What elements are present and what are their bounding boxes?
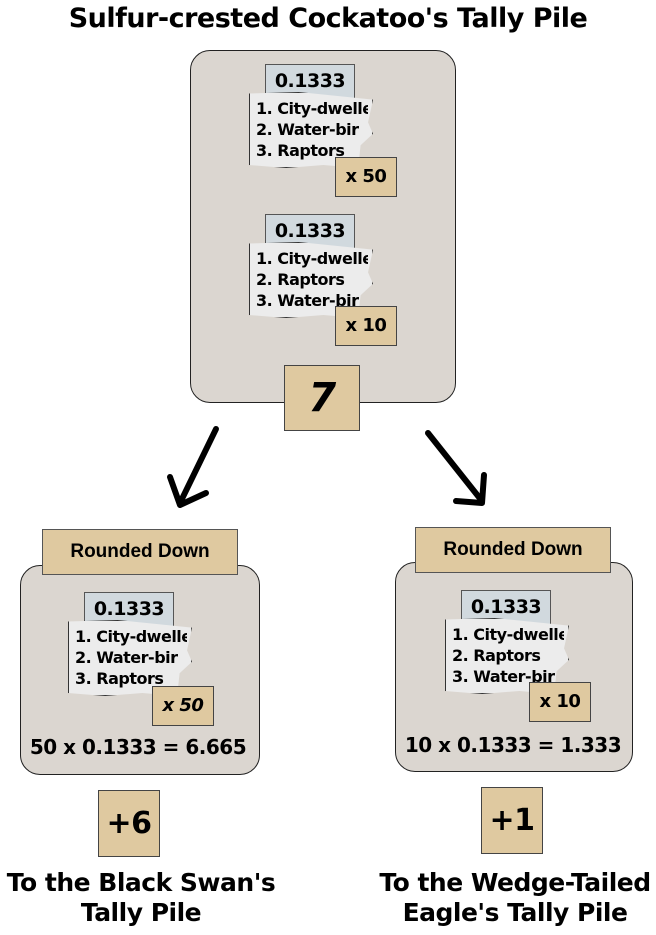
preference-1: 1. City-dwelle <box>75 627 187 646</box>
destination-line-2: Eagle's Tally Pile <box>402 898 628 927</box>
ballot-group: 0.1333 1. City-dwelle 2. Raptors 3. Wate… <box>445 590 575 700</box>
preference-2: 2. Water-bir <box>75 648 178 667</box>
equation: 10 x 0.1333 = 1.333 <box>404 733 622 757</box>
destination-label: To the Black Swan's Tally Pile <box>0 868 282 928</box>
preference-2: 2. Water-bir <box>256 120 359 139</box>
destination-line-1: To the Wedge-Tailed <box>379 868 651 897</box>
multiplier-badge: x 10 <box>529 682 591 722</box>
destination-label: To the Wedge-Tailed Eagle's Tally Pile <box>370 868 656 928</box>
ballot-group-1: 0.1333 1. City-dwelle 2. Water-bir 3. Ra… <box>249 64 379 174</box>
preference-2: 2. Raptors <box>256 270 345 289</box>
preference-3: 3. Water-bir <box>452 667 555 686</box>
arrow-down-right-icon <box>425 430 487 506</box>
preference-1: 1. City-dwelle <box>452 625 564 644</box>
total-badge: 7 <box>284 365 360 431</box>
arrow-down-left-icon <box>167 426 219 508</box>
preference-3: 3. Raptors <box>75 669 164 688</box>
preference-3: 3. Raptors <box>256 141 345 160</box>
multiplier-badge: x 50 <box>335 157 397 197</box>
rounded-down-label: Rounded Down <box>415 527 611 573</box>
preference-3: 3. Water-bir <box>256 291 359 310</box>
source-tally-pile: 0.1333 1. City-dwelle 2. Water-bir 3. Ra… <box>190 50 456 403</box>
destination-line-2: Tally Pile <box>80 898 202 927</box>
equation: 50 x 0.1333 = 6.665 <box>29 735 247 759</box>
ballot-group: 0.1333 1. City-dwelle 2. Water-bir 3. Ra… <box>68 592 198 702</box>
multiplier-badge: x 10 <box>335 306 397 346</box>
result-badge: +1 <box>481 787 543 854</box>
preference-1: 1. City-dwelle <box>256 99 368 118</box>
page-title: Sulfur-crested Cockatoo's Tally Pile <box>68 3 588 34</box>
ballot-paper: 1. City-dwelle 2. Raptors 3. Water-bir <box>445 618 569 694</box>
multiplier-badge: x 50 <box>152 686 214 726</box>
ballot-paper: 1. City-dwelle 2. Water-bir 3. Raptors <box>249 92 373 168</box>
preference-1: 1. City-dwelle <box>256 249 368 268</box>
rounded-down-label: Rounded Down <box>42 529 238 575</box>
ballot-paper: 1. City-dwelle 2. Water-bir 3. Raptors <box>68 620 192 696</box>
destination-line-1: To the Black Swan's <box>6 868 276 897</box>
ballot-group-2: 0.1333 1. City-dwelle 2. Raptors 3. Wate… <box>249 214 379 324</box>
result-badge: +6 <box>98 790 160 857</box>
preference-2: 2. Raptors <box>452 646 541 665</box>
